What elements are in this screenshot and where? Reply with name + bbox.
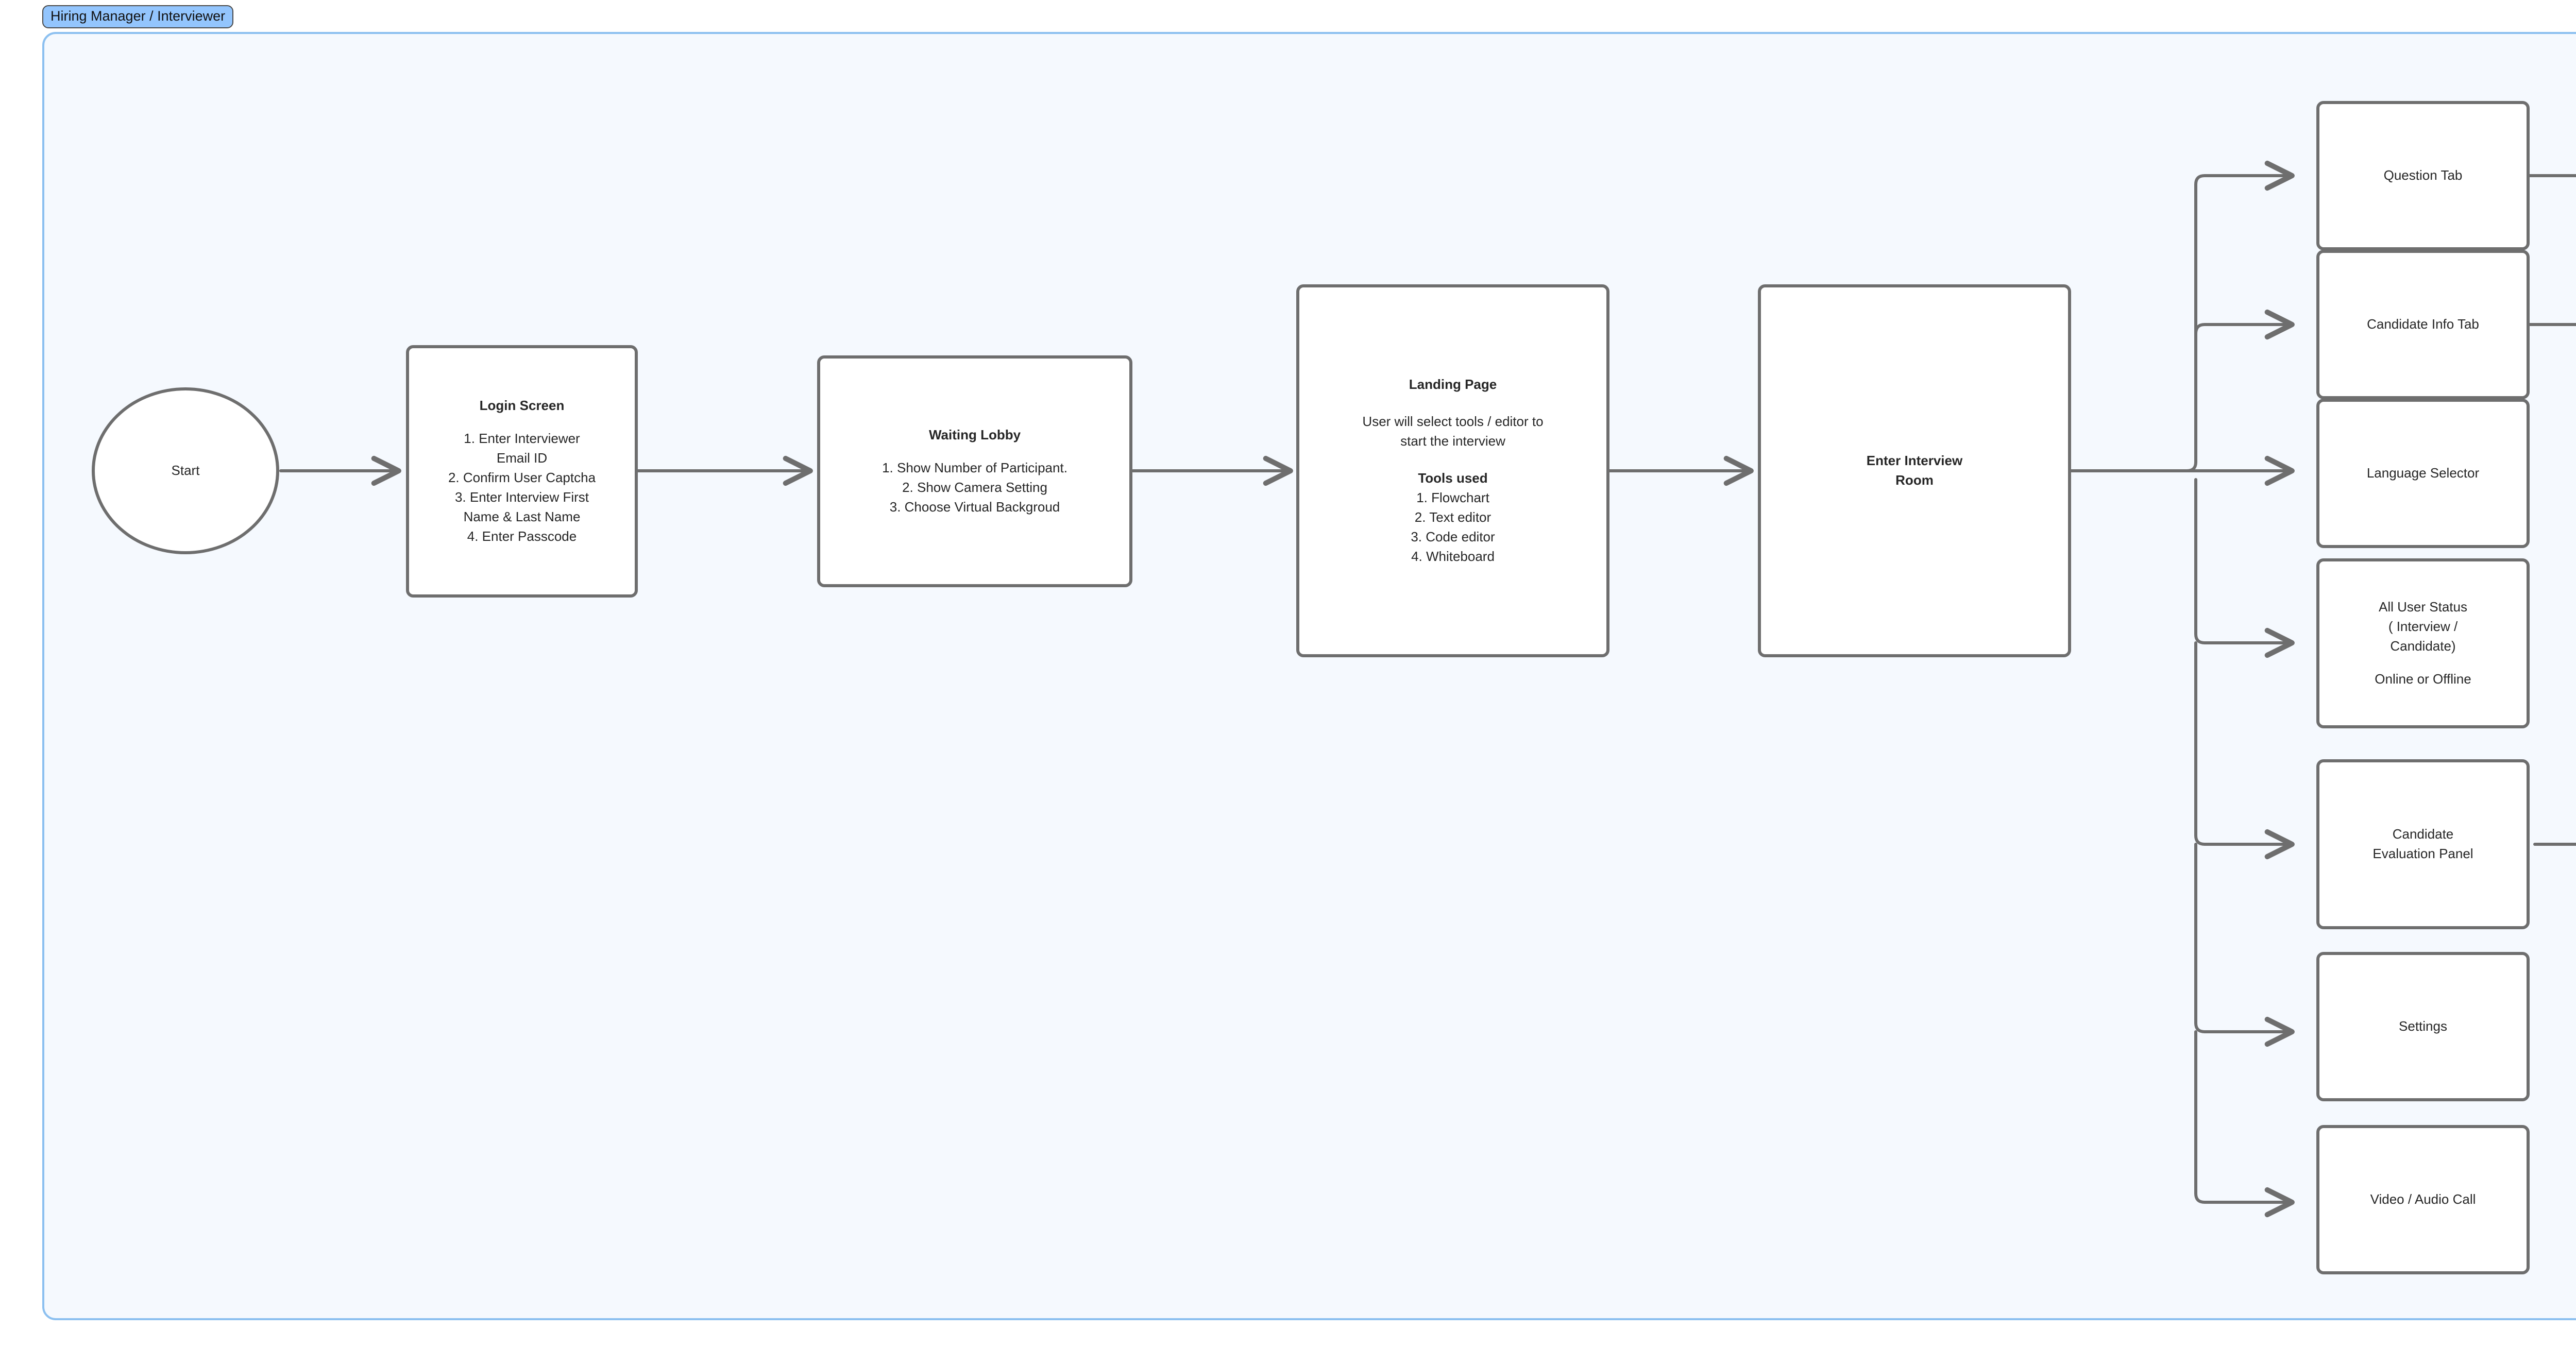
node-all-user-status[interactable]: All User Status ( Interview / Candidate)…: [2316, 558, 2530, 728]
node-all-user-status-line-4: Online or Offline: [2375, 671, 2471, 687]
node-landing-page[interactable]: Landing Page User will select tools / ed…: [1296, 284, 1609, 657]
node-login-screen-step-3: 3. Enter Interview First: [454, 489, 589, 505]
node-landing-page-tool-3: 3. Code editor: [1411, 528, 1495, 544]
node-waiting-lobby-step-3: 3. Choose Virtual Backgroud: [889, 499, 1060, 515]
node-login-screen-step-3-cont: Name & Last Name: [463, 508, 581, 524]
node-login-screen-title: Login Screen: [479, 398, 565, 414]
node-candidate-info-tab-label: Candidate Info Tab: [2367, 316, 2479, 332]
node-waiting-lobby[interactable]: Waiting Lobby 1. Show Number of Particip…: [817, 355, 1132, 587]
node-all-user-status-line-2: ( Interview /: [2388, 619, 2458, 635]
node-landing-page-tools-title: Tools used: [1418, 470, 1488, 486]
node-candidate-evaluation-panel[interactable]: Candidate Evaluation Panel: [2316, 759, 2530, 929]
node-landing-page-tool-1: 1. Flowchart: [1416, 490, 1489, 505]
node-all-user-status-line-1: All User Status: [2379, 599, 2467, 615]
node-all-user-status-line-3: Candidate): [2390, 638, 2456, 654]
node-login-screen-step-2: 2. Confirm User Captcha: [448, 470, 596, 486]
node-candidate-info-tab[interactable]: Candidate Info Tab: [2316, 250, 2530, 399]
node-enter-interview-room[interactable]: Enter Interview Room: [1758, 284, 2071, 657]
node-login-screen-step-1-cont: Email ID: [496, 450, 548, 466]
node-settings-label: Settings: [2399, 1018, 2447, 1034]
node-login-screen-step-1: 1. Enter Interviewer: [464, 431, 580, 447]
node-login-screen[interactable]: Login Screen 1. Enter Interviewer Email …: [406, 345, 638, 598]
node-start[interactable]: Start: [92, 387, 279, 554]
node-landing-page-title: Landing Page: [1409, 377, 1497, 393]
swimlane-label: Hiring Manager / Interviewer: [42, 5, 234, 28]
node-question-tab[interactable]: Question Tab: [2316, 101, 2530, 250]
node-enter-interview-room-line-1: Enter Interview: [1866, 453, 1963, 469]
node-landing-page-tool-4: 4. Whiteboard: [1411, 548, 1495, 564]
node-video-audio-call[interactable]: Video / Audio Call: [2316, 1125, 2530, 1274]
node-video-audio-call-label: Video / Audio Call: [2370, 1191, 2476, 1207]
node-candidate-evaluation-panel-line-1: Candidate: [2392, 826, 2454, 842]
node-question-tab-label: Question Tab: [2383, 167, 2463, 183]
swimlane-container: [42, 32, 2576, 1320]
node-start-label: Start: [171, 463, 200, 479]
node-waiting-lobby-step-2: 2. Show Camera Setting: [902, 480, 1047, 495]
node-login-screen-step-4: 4. Enter Passcode: [467, 528, 577, 544]
node-settings[interactable]: Settings: [2316, 952, 2530, 1101]
node-landing-page-desc-line-2: start the interview: [1400, 433, 1505, 449]
node-landing-page-desc-line-1: User will select tools / editor to: [1362, 414, 1544, 430]
node-landing-page-tool-2: 2. Text editor: [1414, 509, 1492, 525]
node-enter-interview-room-line-2: Room: [1895, 472, 1934, 488]
node-candidate-evaluation-panel-line-2: Evaluation Panel: [2372, 846, 2473, 861]
node-waiting-lobby-title: Waiting Lobby: [928, 427, 1021, 443]
node-waiting-lobby-step-1: 1. Show Number of Participant.: [882, 460, 1067, 476]
node-language-selector[interactable]: Language Selector: [2316, 399, 2530, 548]
node-language-selector-label: Language Selector: [2366, 465, 2480, 481]
